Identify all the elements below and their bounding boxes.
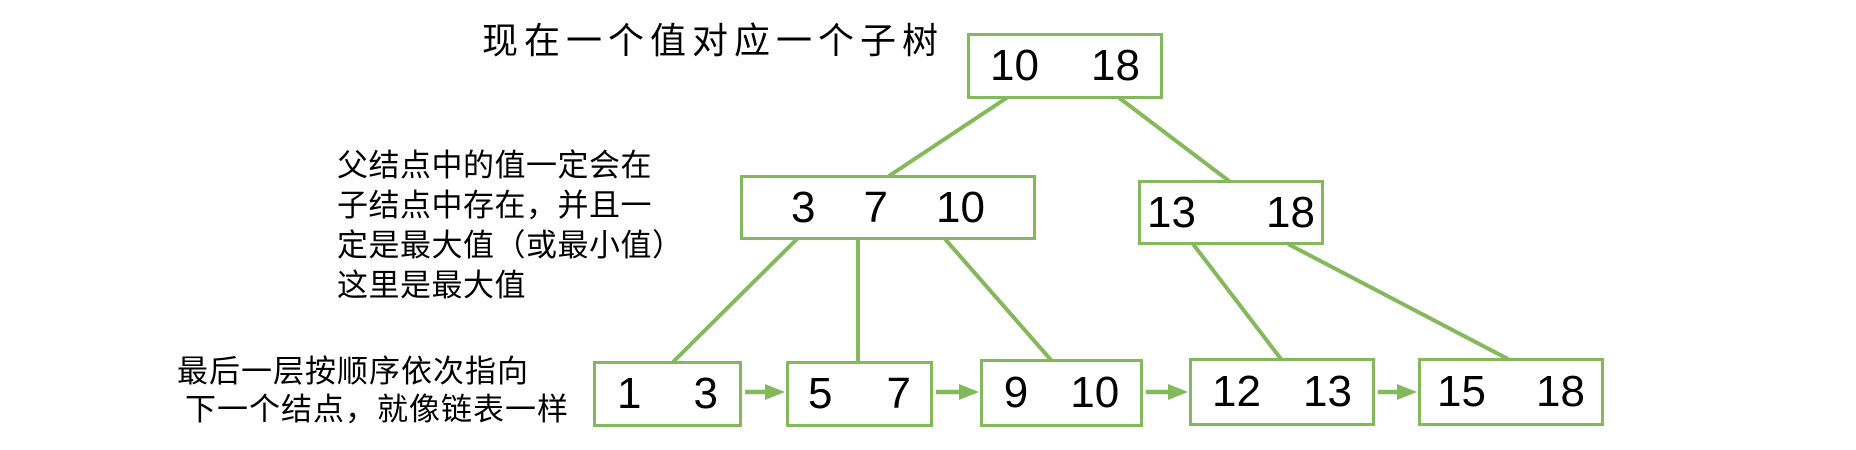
tree-node-root: 10 18 (967, 33, 1163, 99)
annotation-root-note: 现在一个值对应一个子树 (482, 20, 945, 61)
node-value: 18 (1536, 367, 1585, 416)
node-value: 3 (791, 182, 816, 232)
node-value: 7 (863, 182, 888, 232)
node-value: 10 (990, 41, 1039, 90)
node-value: 5 (808, 369, 833, 418)
node-value: 9 (1003, 368, 1029, 417)
edge-internal-right-18-to-leaf-5 (1287, 242, 1509, 361)
annotation-parent-rule-line-4: 这里是最大值 (337, 268, 526, 303)
edge-internal-left-10-to-leaf-3 (943, 237, 1053, 362)
annotation-parent-rule-line-2: 子结点中存在，并且一 (337, 188, 652, 223)
tree-node-leaf-2: 5 7 (786, 361, 933, 427)
tree-node-leaf-5: 15 18 (1418, 358, 1604, 426)
node-value: 13 (1303, 367, 1352, 416)
edge-root-to-internal-left (887, 95, 1010, 178)
node-value: 7 (886, 369, 911, 418)
tree-node-leaf-3: 9 10 (980, 359, 1143, 427)
tree-node-internal-right: 13 18 (1138, 180, 1324, 245)
annotation-leaf-rule-line-2: 下一个结点，就像链表一样 (185, 392, 569, 427)
annotation-parent-rule-line-3: 定是最大值（或最小值） (337, 228, 684, 263)
annotation-leaf-rule-line-1: 最后一层按顺序依次指向 (177, 354, 529, 389)
annotation-parent-rule: 父结点中的值一定会在 子结点中存在，并且一 定是最大值（或最小值） 这里是最大值 (337, 146, 684, 306)
tree-node-internal-left: 3 7 10 (740, 175, 1036, 240)
node-value: 18 (1091, 41, 1140, 90)
edge-internal-right-13-to-leaf-4 (1191, 242, 1283, 361)
node-value: 10 (1070, 368, 1120, 417)
node-value: 10 (936, 182, 985, 232)
tree-node-leaf-1: 1 3 (593, 361, 742, 427)
node-value: 1 (617, 369, 642, 418)
node-value: 13 (1147, 187, 1196, 237)
tree-node-leaf-4: 12 13 (1189, 358, 1375, 426)
node-value: 12 (1212, 367, 1261, 416)
node-value: 18 (1266, 187, 1315, 237)
node-value: 3 (693, 369, 718, 418)
annotation-leaf-rule: 最后一层按顺序依次指向 下一个结点，就像链表一样 (177, 353, 569, 429)
node-value: 15 (1437, 367, 1486, 416)
annotation-parent-rule-line-1: 父结点中的值一定会在 (337, 148, 652, 183)
edge-internal-left-3-to-leaf-1 (671, 237, 799, 364)
edge-root-to-internal-right (1116, 95, 1231, 183)
